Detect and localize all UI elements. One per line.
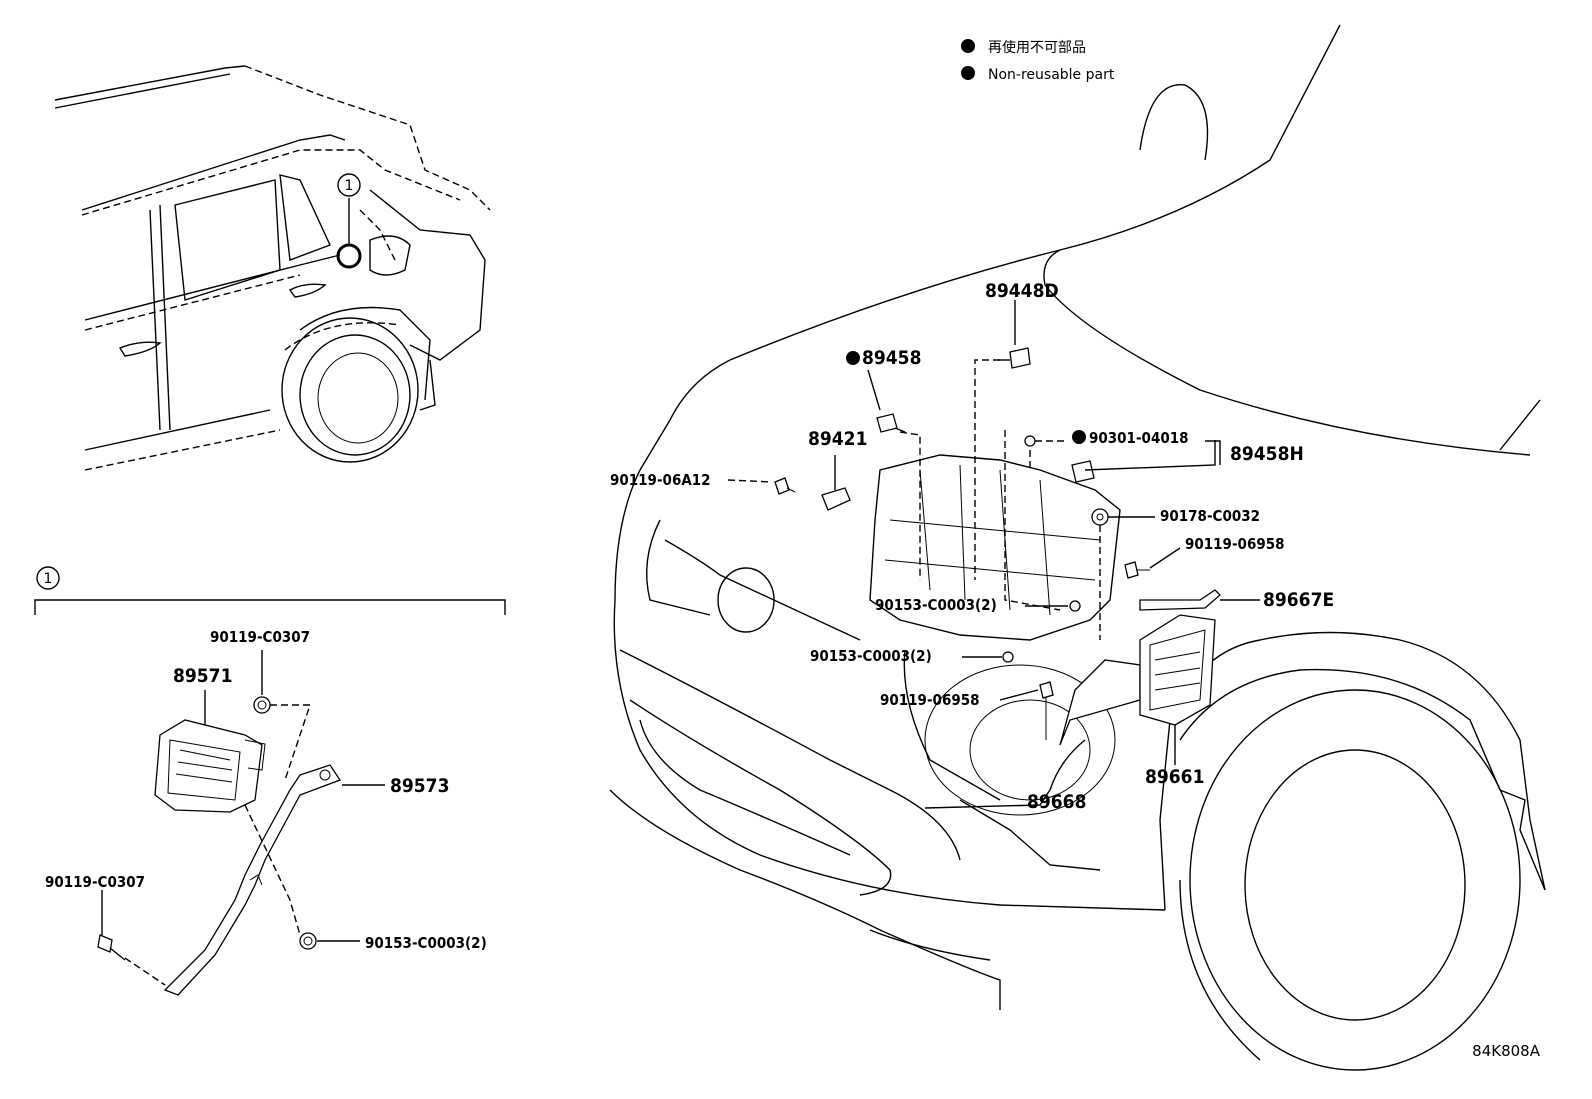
sensor-89458h-illustration <box>1071 460 1095 483</box>
legend: 再使用不可部品 Non-reusable part <box>961 39 1115 83</box>
bolt-90119-c0307-illustration <box>97 934 126 961</box>
part-label-89458: 89458 <box>862 347 921 369</box>
part-label-89573: 89573 <box>390 775 449 797</box>
non-reusable-bullet-icon <box>961 66 975 80</box>
detail-1-section: 1 <box>34 566 506 996</box>
part-label-89668: 89668 <box>1027 791 1086 813</box>
sensor-89421-illustration <box>821 455 851 511</box>
part-label-89448d: 89448D <box>985 280 1059 302</box>
part-label-90153-c0003-c: 90153-C0003(2) <box>365 934 487 952</box>
callout-1-badge <box>337 173 361 197</box>
non-reusable-bullet-icon <box>1072 430 1086 444</box>
vehicle-rear-view-illustration: 1 <box>54 65 491 471</box>
sensor-89458-illustration <box>876 413 906 433</box>
part-label-90178-c0032: 90178-C0032 <box>1160 507 1260 525</box>
module-89571-illustration <box>154 719 266 813</box>
detail-1-number: 1 <box>44 571 53 587</box>
callout-1-number: 1 <box>345 178 354 194</box>
part-label-89667e: 89667E <box>1263 589 1334 611</box>
fuel-lid-highlight-circle <box>336 243 362 269</box>
part-label-89421: 89421 <box>808 428 867 450</box>
wire-89667e-illustration <box>1139 589 1221 611</box>
bracket-89573-illustration <box>163 764 341 996</box>
detail-1-badge <box>36 566 60 590</box>
ecu-89661-illustration <box>1139 614 1216 726</box>
part-label-90153-c0003-b: 90153-C0003(2) <box>810 647 932 665</box>
non-reusable-bullet-icon <box>846 351 860 365</box>
diagram-code: 84K808A <box>1472 1042 1541 1060</box>
legend-label-jp: 再使用不可部品 <box>988 39 1086 56</box>
legend-label-en: Non-reusable part <box>988 67 1115 83</box>
sensor-89448d-illustration <box>998 347 1031 369</box>
bolt-90119-06958-a-illustration <box>1124 561 1150 579</box>
part-label-90119-c0307-a: 90119-C0307 <box>210 628 310 646</box>
nut-90153-c0003-a-illustration <box>1069 600 1081 612</box>
vehicle-front-view-illustration <box>609 24 1546 1071</box>
bracket-89668-illustration <box>1059 659 1141 746</box>
part-label-90119-06a12: 90119-06A12 <box>610 471 711 489</box>
clip-90301-04018-illustration <box>1024 435 1036 447</box>
part-labels: 89448D 89458 89421 90301-04018 89458H 90… <box>45 280 1334 952</box>
part-label-89458h: 89458H <box>1230 443 1304 465</box>
part-label-90301-04018: 90301-04018 <box>1089 429 1189 447</box>
nut-90178-c0032-illustration <box>1091 508 1109 526</box>
part-label-89571: 89571 <box>173 665 232 687</box>
part-label-89661: 89661 <box>1145 766 1204 788</box>
bolt-90119-06958-b-illustration <box>1039 681 1054 740</box>
detail-1-bracket <box>34 599 506 615</box>
part-label-90119-c0307-b: 90119-C0307 <box>45 873 145 891</box>
bolt-90119-06a12-illustration <box>774 477 796 495</box>
part-label-90153-c0003-a: 90153-C0003(2) <box>875 596 997 614</box>
non-reusable-bullet-icon <box>961 39 975 53</box>
nut-90153-c0003-b-illustration <box>1002 651 1014 663</box>
part-label-90119-06958-a: 90119-06958 <box>1185 535 1285 553</box>
part-label-90119-06958-b: 90119-06958 <box>880 691 980 709</box>
